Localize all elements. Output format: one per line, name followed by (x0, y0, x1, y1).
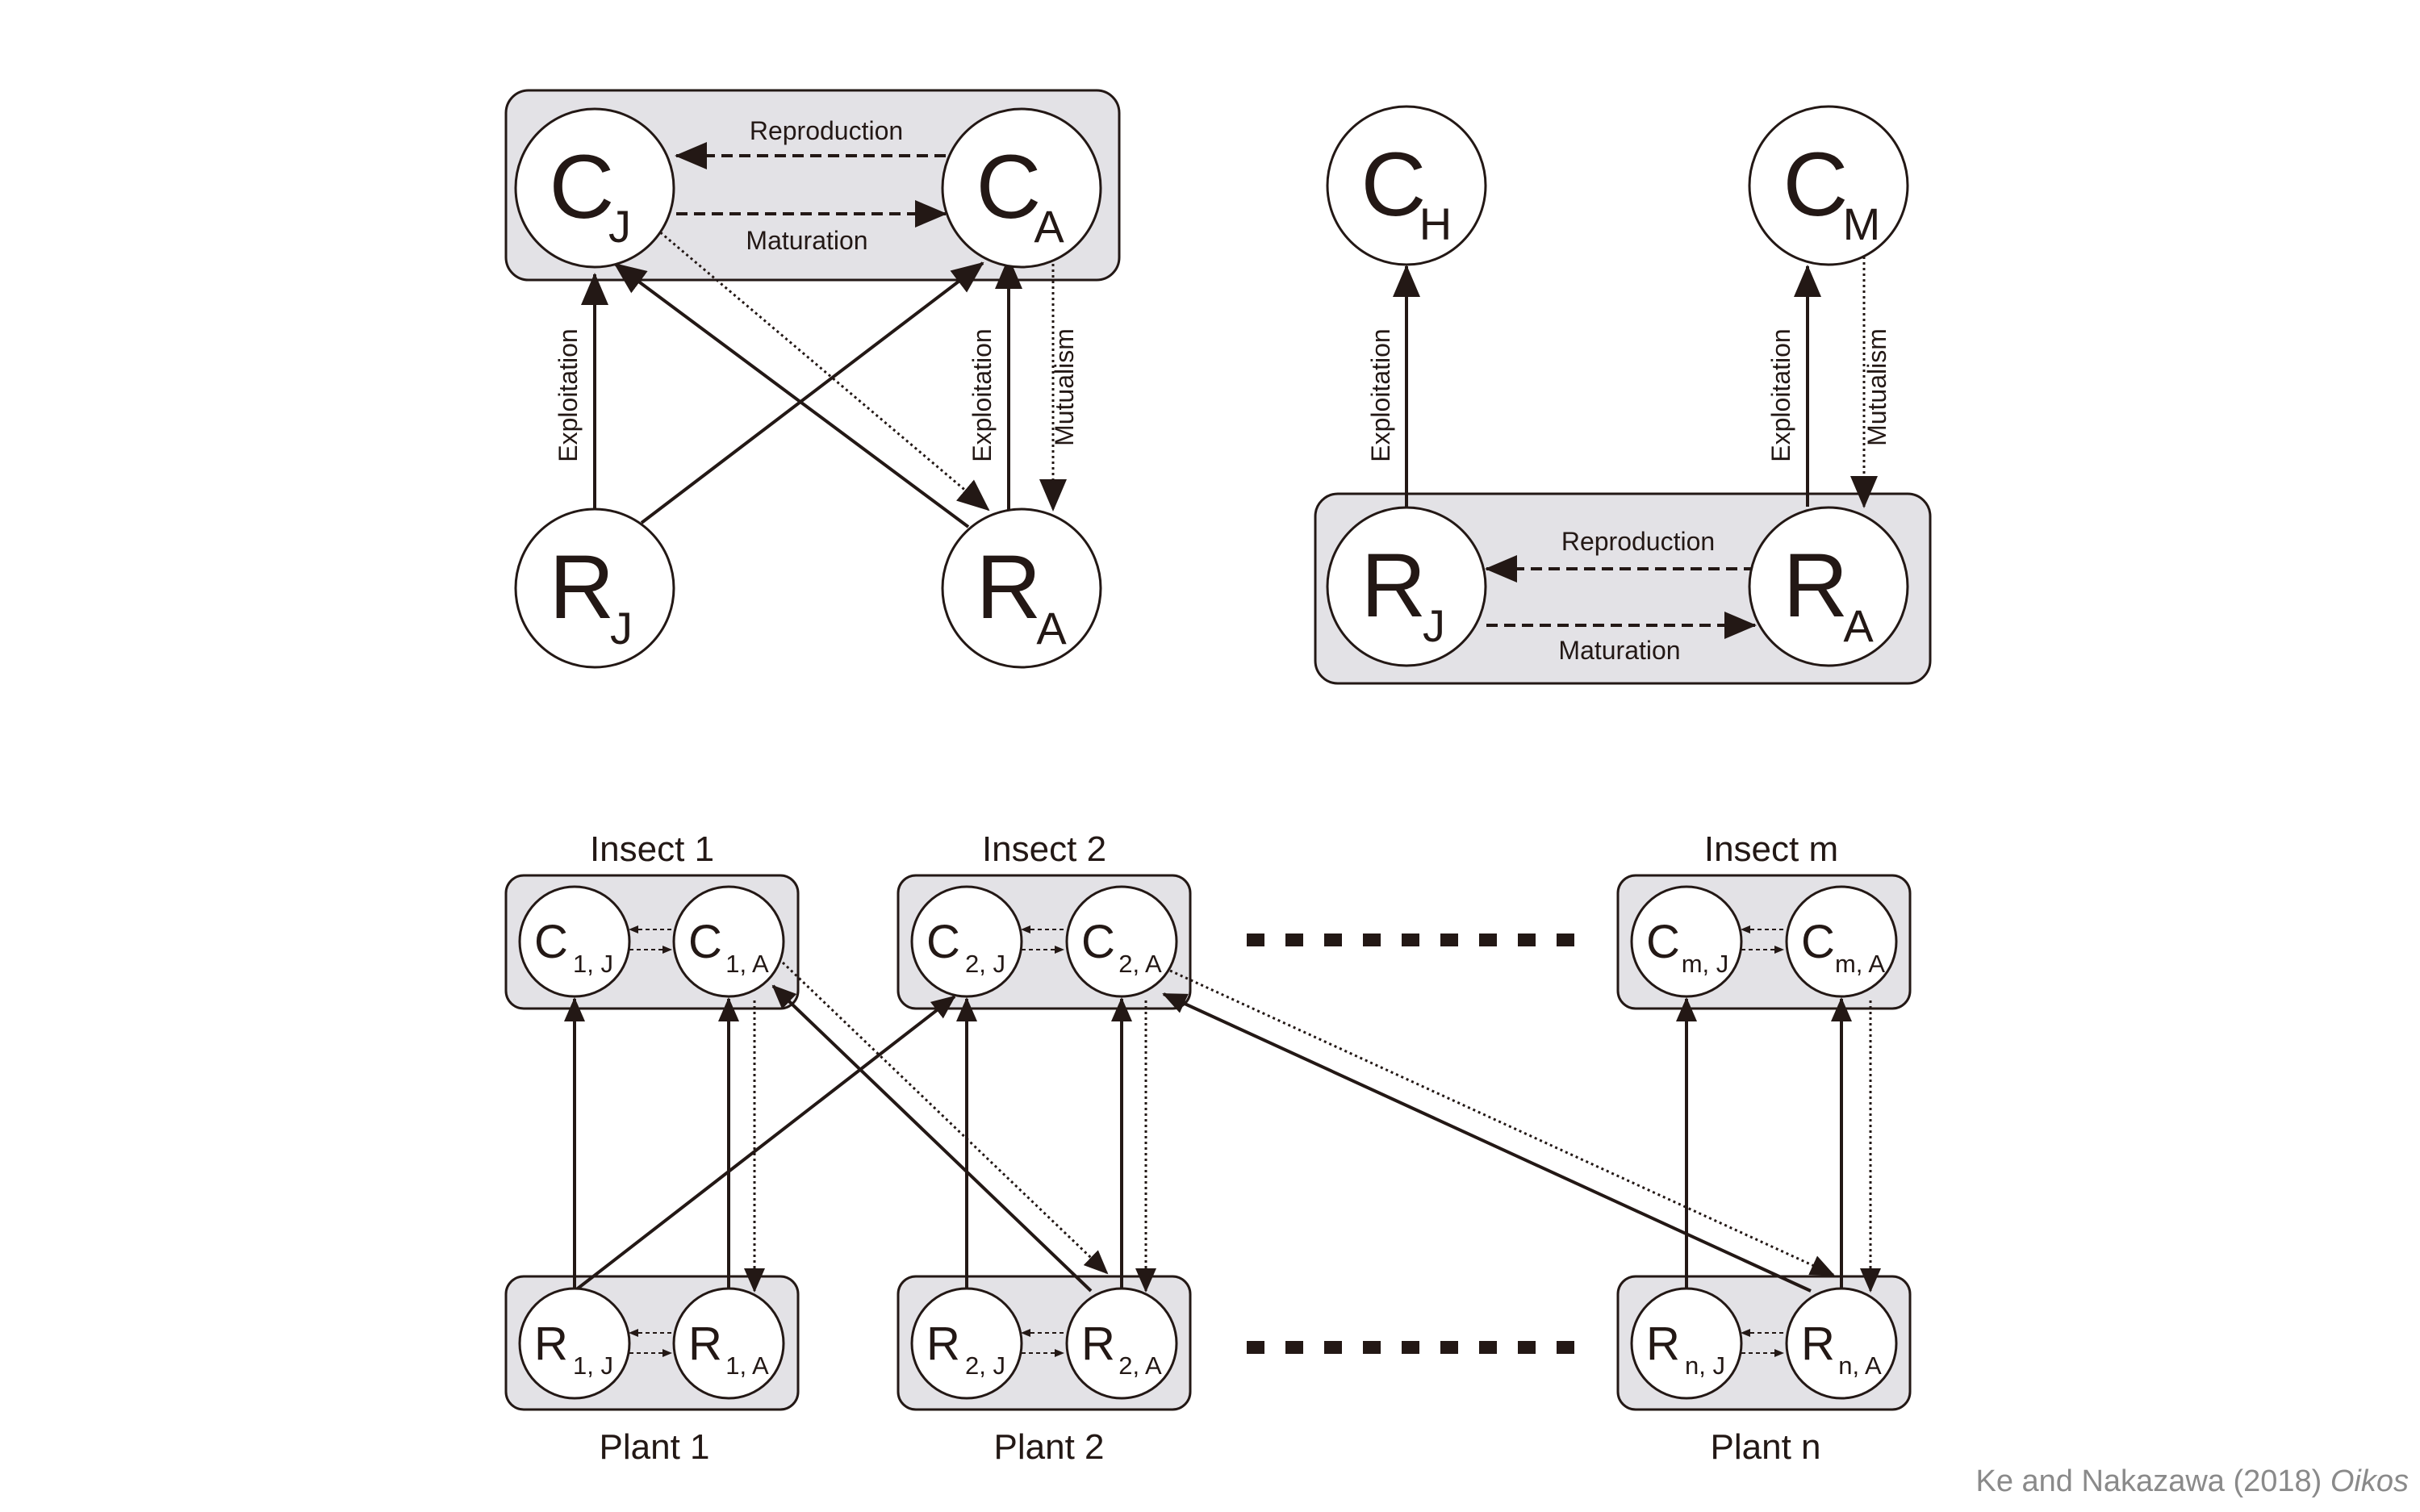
svg-text:R: R (1783, 535, 1849, 636)
citation-authors: Ke and Nakazawa (2018) (1975, 1464, 2330, 1498)
mutualism-arrow-cj-ra (642, 216, 990, 512)
insect-m-title: Insect m (1704, 829, 1838, 869)
plant-2-title: Plant 2 (994, 1427, 1105, 1467)
insect-2-title: Insect 2 (982, 829, 1106, 869)
node-c-1-j: C 1, J (518, 885, 631, 998)
svg-text:m, J: m, J (1682, 950, 1729, 978)
svg-text:1, J: 1, J (573, 950, 613, 978)
node-r-j: R J (1326, 506, 1487, 667)
svg-text:R: R (1361, 535, 1427, 636)
node-r-n-a: R n, A (1785, 1287, 1898, 1400)
exploitation-arrow-rj-ca (640, 261, 984, 524)
svg-text:2, A: 2, A (1118, 1351, 1162, 1380)
svg-text:H: H (1419, 198, 1452, 249)
svg-text:R: R (976, 537, 1042, 637)
node-r-2-a: R 2, A (1065, 1287, 1178, 1400)
exploitation-arrows (564, 984, 1852, 1293)
svg-text:2, A: 2, A (1118, 950, 1162, 978)
svg-text:R: R (1081, 1318, 1115, 1370)
node-c-2-a: C 2, A (1065, 885, 1178, 998)
svg-text:C: C (550, 136, 615, 237)
exploitation-label-left: Exploitation (554, 328, 583, 462)
mutualism-arrows (744, 961, 1881, 1293)
svg-text:C: C (976, 136, 1042, 237)
mutualism-label: Mutualism (1050, 328, 1079, 446)
svg-text:C: C (926, 916, 960, 968)
exploitation-label-right: Exploitation (968, 328, 997, 462)
node-c-a: C A (941, 107, 1102, 269)
plant-1-title: Plant 1 (600, 1427, 710, 1467)
citation: Ke and Nakazawa (2018) Oikos (1975, 1464, 2409, 1498)
node-r-j: R J (514, 507, 675, 669)
mutualism-label: Mutualism (1862, 328, 1891, 446)
svg-text:J: J (610, 603, 633, 654)
svg-text:A: A (1034, 201, 1064, 252)
node-r-1-j: R 1, J (518, 1287, 631, 1400)
svg-text:1, J: 1, J (573, 1351, 613, 1380)
svg-text:R: R (534, 1318, 568, 1370)
plant-n-title: Plant n (1711, 1427, 1821, 1467)
svg-text:C: C (1646, 916, 1680, 968)
svg-text:R: R (688, 1318, 722, 1370)
svg-text:C: C (688, 916, 722, 968)
svg-text:1, A: 1, A (725, 1351, 769, 1380)
maturation-label: Maturation (746, 226, 867, 255)
svg-text:R: R (926, 1318, 960, 1370)
reproduction-label: Reproduction (750, 116, 903, 145)
panel-b: Reproduction Maturation Exploitation Exp… (1314, 105, 1932, 685)
svg-text:R: R (1646, 1318, 1680, 1370)
node-c-1-a: C 1, A (672, 885, 785, 998)
panel-c: Insect 1 Insect 2 Insect m Plant 1 Plant… (504, 829, 1912, 1467)
insect-1-title: Insect 1 (590, 829, 714, 869)
node-r-2-j: R 2, J (910, 1287, 1023, 1400)
exploitation-label-left: Exploitation (1366, 328, 1395, 462)
node-c-j: C J (514, 107, 675, 269)
svg-text:M: M (1843, 198, 1881, 249)
node-c-h: C H (1326, 105, 1487, 266)
node-r-a: R A (941, 507, 1102, 669)
svg-text:2, J: 2, J (965, 1351, 1005, 1380)
reproduction-label: Reproduction (1561, 527, 1715, 556)
node-r-a: R A (1748, 506, 1909, 667)
svg-text:n, A: n, A (1838, 1351, 1882, 1380)
svg-text:C: C (1361, 134, 1427, 235)
svg-text:R: R (550, 537, 615, 637)
exploitation-arrow-ra-cj (613, 262, 970, 528)
stage-arrows (629, 925, 1784, 1357)
node-c-m-a: C m, A (1785, 885, 1898, 998)
svg-text:C: C (534, 916, 568, 968)
svg-text:C: C (1801, 916, 1835, 968)
svg-text:A: A (1036, 603, 1067, 654)
panel-a: Reproduction Maturation Exploitation Exp… (504, 89, 1121, 669)
node-c-m-j: C m, J (1630, 885, 1743, 998)
svg-text:1, A: 1, A (725, 950, 769, 978)
maturation-label: Maturation (1558, 636, 1680, 665)
svg-text:A: A (1843, 600, 1874, 651)
svg-text:C: C (1081, 916, 1115, 968)
node-c-m: C M (1748, 105, 1909, 266)
svg-text:n, J: n, J (1685, 1351, 1725, 1380)
node-r-n-j: R n, J (1630, 1287, 1743, 1400)
svg-text:J: J (608, 201, 631, 252)
svg-text:2, J: 2, J (965, 950, 1005, 978)
svg-text:J: J (1423, 600, 1445, 651)
svg-text:C: C (1783, 134, 1849, 235)
node-c-2-j: C 2, J (910, 885, 1023, 998)
svg-text:m, A: m, A (1835, 950, 1885, 978)
node-r-1-a: R 1, A (672, 1287, 785, 1400)
svg-text:R: R (1801, 1318, 1835, 1370)
citation-journal: Oikos (2330, 1464, 2409, 1498)
exploitation-label-right: Exploitation (1766, 328, 1795, 462)
